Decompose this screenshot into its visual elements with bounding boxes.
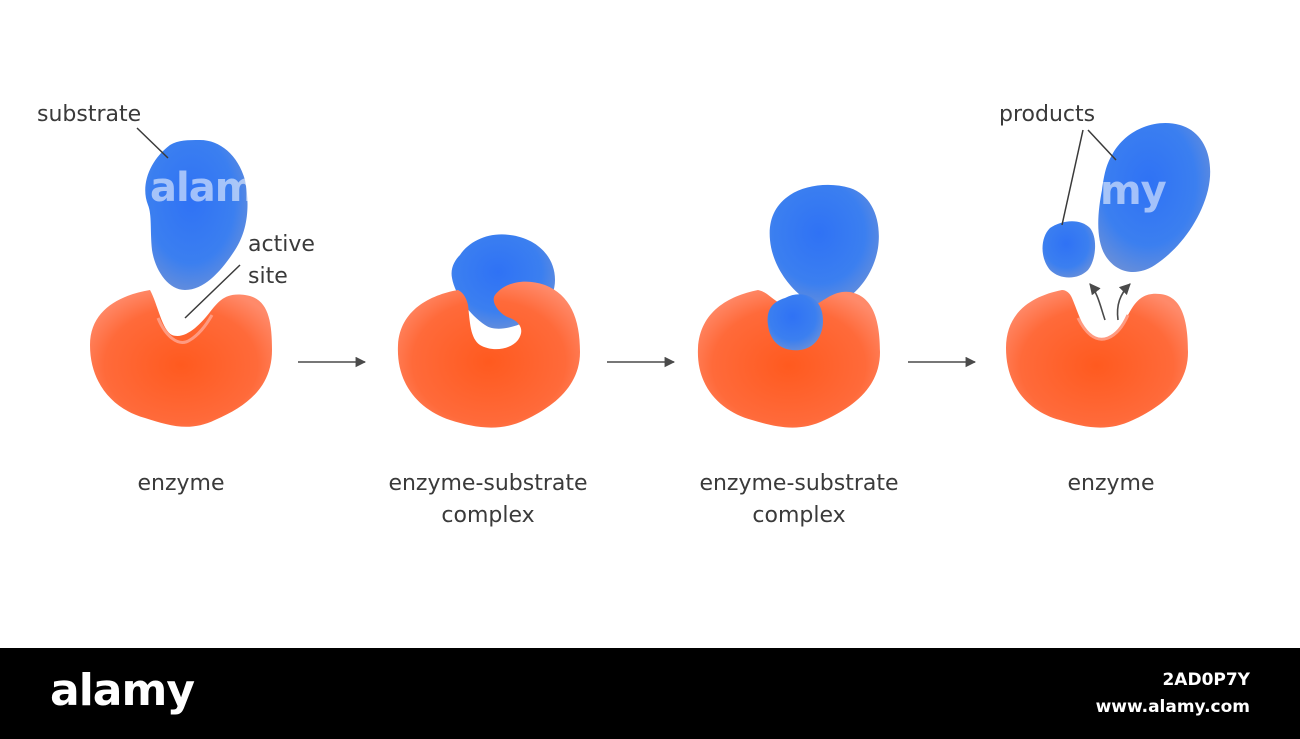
active-site-pocket [156,314,214,344]
stage4-products [1042,123,1211,278]
substrate-shape [145,140,248,290]
watermark-text: my [1100,168,1167,214]
substrate-shape [769,184,879,306]
stage2-caption: enzyme-substrate complex [388,468,587,532]
stage4-enzyme [1006,290,1188,428]
stock-footer-bar: alamy 2AD0P7Y www.alamy.com [0,648,1300,739]
substrate-fragment-shape [767,294,824,351]
product-large-shape [1098,123,1211,273]
enzyme-shape [90,290,272,427]
stage2-complex [397,234,580,428]
diagram-canvas: alamy my substrate active site products … [37,102,1211,532]
watermark-text: alamy [150,165,281,211]
release-arrow-right [1116,283,1131,321]
caption-line: enzyme [137,471,225,496]
image-id: 2AD0P7Y [1162,670,1250,690]
products-label: products [999,102,1096,127]
caption-line: complex [441,503,535,528]
substrate-label: substrate [37,102,142,127]
enzyme-shape [1006,290,1188,428]
stage1-caption: enzyme [137,468,224,500]
substrate-pointer-line [136,127,169,159]
active-site-pocket [1076,314,1130,341]
stage1-enzyme [90,290,272,427]
caption-line: complex [752,503,846,528]
enzyme-shape [697,290,880,428]
diagram-graphics [90,123,1211,428]
stage3-complex [697,184,880,428]
active-site-label-line2: site [248,264,288,289]
active-site-label-line1: active [248,232,315,257]
brand-logo: alamy [50,665,195,716]
caption-line: enzyme-substrate [699,471,899,496]
stage1-substrate [145,140,248,290]
products-pointer-line-large [1087,129,1117,161]
website-url: www.alamy.com [1095,697,1250,717]
products-pointer-line-small [1061,129,1084,226]
release-arrow-left [1089,283,1106,321]
stage4-caption: enzyme [1067,468,1154,500]
enzyme-shape [397,281,580,428]
caption-line: enzyme [1067,471,1155,496]
caption-line: enzyme-substrate [388,471,588,496]
active-site-pointer-line [184,264,241,319]
product-small-shape [1042,221,1096,278]
stage3-caption: enzyme-substrate complex [699,468,898,532]
